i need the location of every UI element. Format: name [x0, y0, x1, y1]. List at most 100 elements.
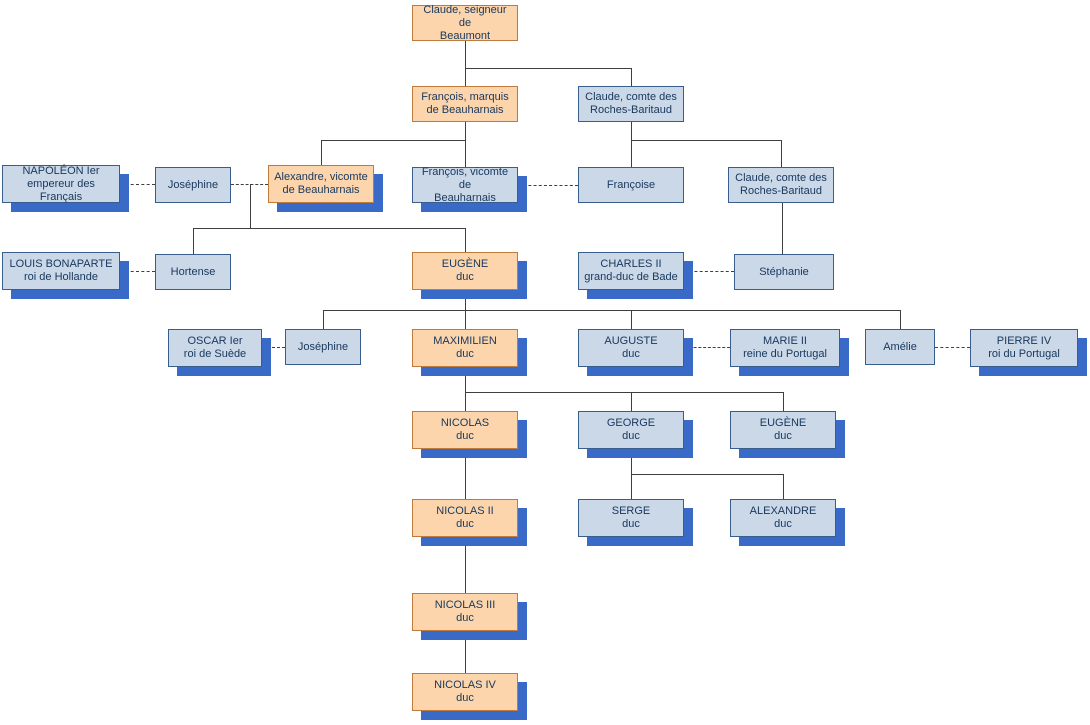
person-label: grand-duc de Bade	[584, 271, 678, 283]
person-label: Joséphine	[167, 178, 219, 191]
person-label: Amélie	[883, 340, 917, 353]
person-label: roi de Suède	[183, 348, 247, 360]
descent-line	[783, 392, 784, 411]
person-label: François, vicomte de	[421, 165, 509, 191]
descent-line	[323, 310, 324, 329]
descent-line	[631, 140, 781, 141]
person-label: roi du Portugal	[988, 348, 1060, 360]
descent-line	[465, 228, 466, 252]
marriage-line	[684, 347, 730, 348]
marriage-line	[935, 347, 970, 348]
descent-line	[783, 474, 784, 499]
person-label: duc	[456, 612, 474, 624]
descent-line	[631, 68, 632, 86]
descent-line	[321, 140, 465, 141]
descent-line	[465, 449, 466, 499]
person-label: EUGÈNE	[759, 417, 807, 429]
marriage-line	[231, 184, 268, 185]
person-label: NICOLAS IV	[434, 679, 496, 691]
marriage-line	[262, 347, 285, 348]
descent-line	[465, 122, 466, 140]
descent-line	[631, 122, 632, 140]
person-label: Roches-Baritaud	[590, 104, 672, 116]
person-label: PIERRE IV	[996, 335, 1052, 347]
descent-line	[900, 310, 901, 329]
person-label: GEORGE	[606, 417, 656, 429]
descent-line	[321, 140, 322, 165]
person-label: Stéphanie	[759, 265, 809, 278]
person-label: Claude, seigneur de	[423, 3, 507, 29]
person-label: roi de Hollande	[24, 271, 98, 283]
person-label: duc	[774, 430, 792, 442]
person-node-hortense: Hortense	[155, 254, 231, 290]
person-label: duc	[456, 518, 474, 530]
descent-line	[193, 228, 194, 254]
person-label: EUGÈNE	[441, 258, 489, 270]
person-label: AUGUSTE	[604, 335, 658, 347]
person-node-stephanie: Stéphanie	[734, 254, 834, 290]
person-label: duc	[622, 348, 640, 360]
person-label: MARIE II	[762, 335, 807, 347]
person-label: LOUIS BONAPARTE	[9, 258, 113, 270]
person-label: Joséphine	[297, 340, 349, 353]
descent-line	[465, 290, 466, 310]
descent-line	[465, 140, 466, 167]
person-label: OSCAR Ier	[187, 335, 243, 347]
person-node-francoise: Françoise	[578, 167, 684, 203]
descent-line	[782, 203, 783, 254]
person-label: duc	[622, 518, 640, 530]
marriage-line	[120, 184, 155, 185]
person-label: SERGE	[611, 505, 651, 517]
marriage-line	[518, 185, 578, 186]
person-label: duc	[456, 692, 474, 704]
person-label: Roches-Baritaud	[740, 185, 822, 197]
person-label: Beaumont	[439, 29, 491, 42]
descent-line	[631, 392, 632, 411]
descent-line	[465, 392, 783, 393]
person-label: duc	[774, 518, 792, 530]
person-label: NICOLAS III	[434, 599, 496, 611]
person-label: reine du Portugal	[743, 348, 827, 360]
person-label: duc	[456, 348, 474, 360]
descent-line	[465, 310, 466, 329]
descent-line	[631, 140, 632, 167]
descent-line	[465, 41, 466, 86]
person-label: duc	[622, 430, 640, 442]
person-label: Claude, comte des	[735, 172, 827, 184]
person-label: ALEXANDRE	[749, 505, 817, 517]
person-label: duc	[456, 430, 474, 442]
person-label: François, marquis	[421, 91, 509, 103]
person-label: MAXIMILIEN	[433, 335, 497, 347]
marriage-line	[684, 271, 734, 272]
person-label: NAPOLÉON Ier	[22, 164, 100, 177]
person-label: empereur des Français	[27, 177, 95, 203]
descent-line	[631, 474, 783, 475]
descent-line	[465, 631, 466, 673]
person-label: duc	[456, 271, 474, 283]
descent-line	[323, 310, 900, 311]
person-node-josephine-imperatrice: Joséphine	[155, 167, 231, 203]
descent-line	[465, 367, 466, 411]
descent-line	[781, 140, 782, 167]
person-label: NICOLAS II	[436, 505, 494, 517]
person-label: de Beauharnais	[426, 104, 504, 116]
descent-line	[465, 68, 631, 69]
descent-line	[465, 537, 466, 593]
